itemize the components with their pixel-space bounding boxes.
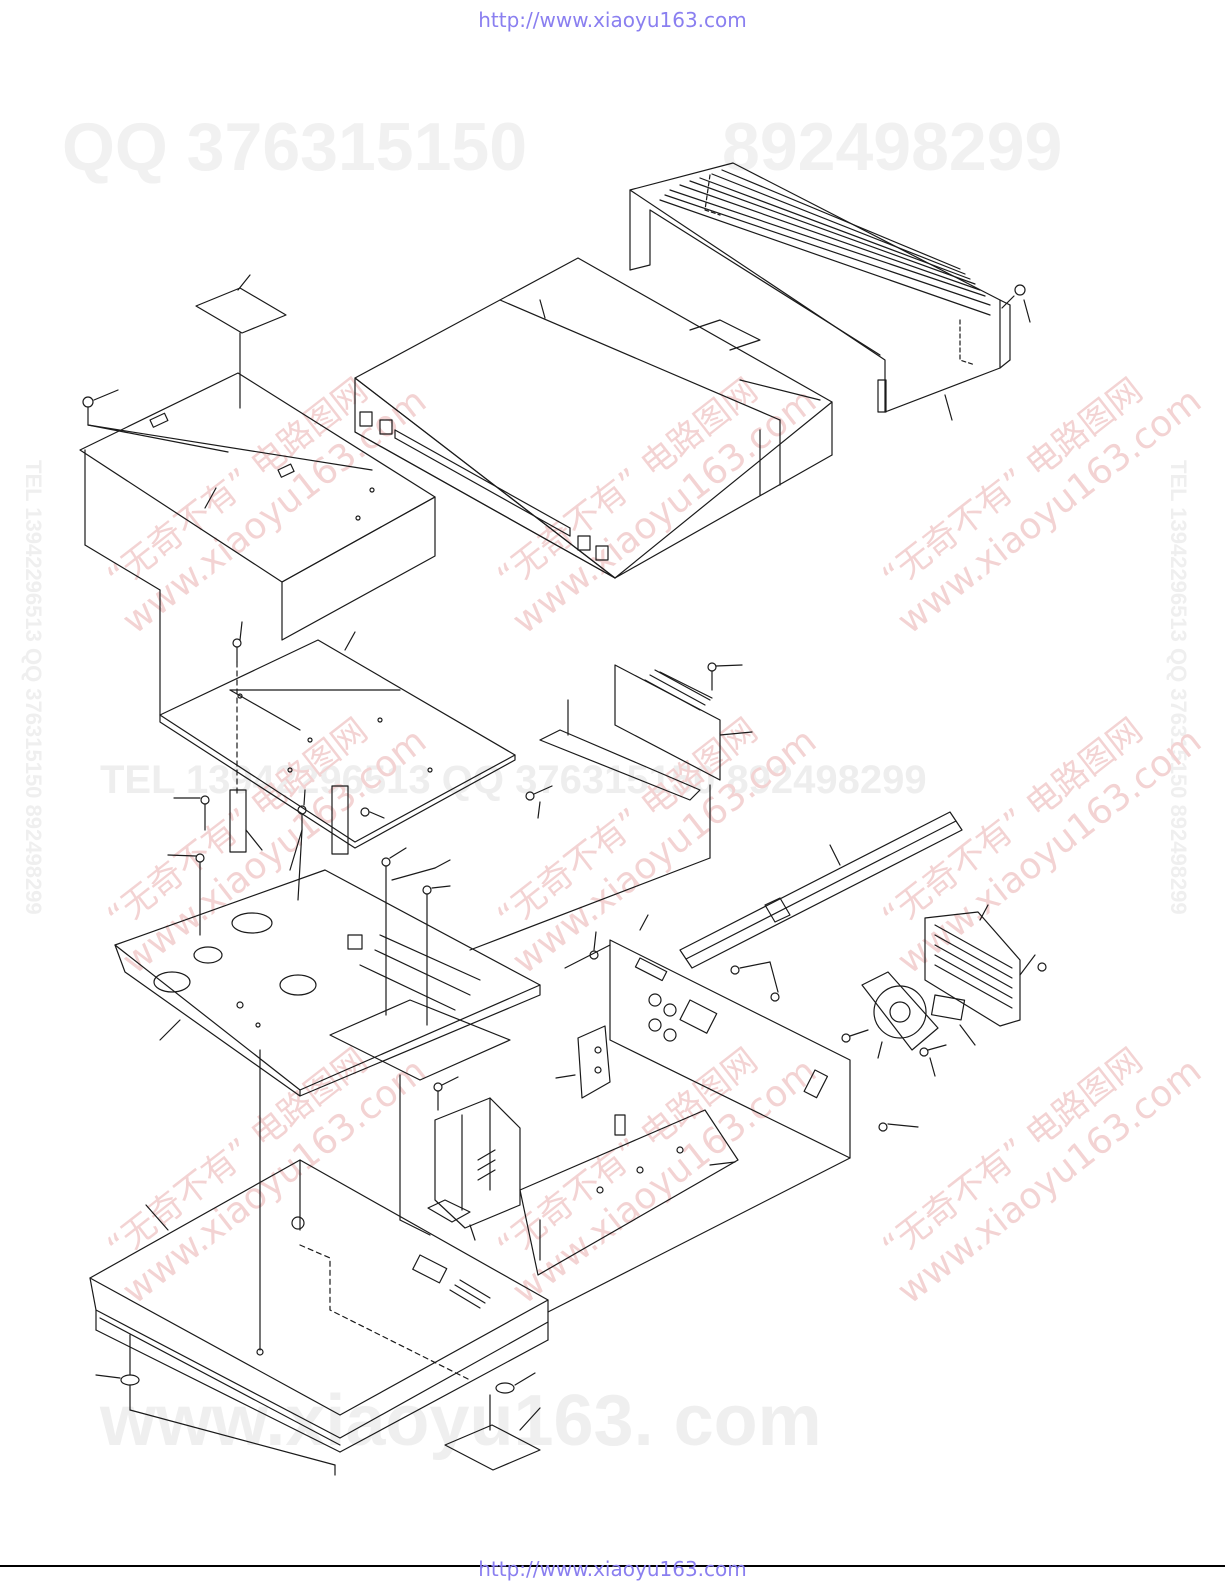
upper-chassis-plate	[159, 631, 516, 849]
fan-grille	[924, 904, 1036, 1027]
screw-transformer	[433, 1076, 459, 1111]
screw-grille	[1037, 962, 1047, 972]
screw-fan-2	[919, 1044, 947, 1077]
screw-center-2	[360, 807, 385, 819]
rear-amp-board	[469, 664, 753, 951]
top-cover	[354, 257, 833, 579]
screw-center-4	[422, 885, 451, 1026]
rear-panel	[564, 914, 851, 1159]
bottom-case	[89, 1049, 549, 1453]
watermark-qq: QQ 376315150	[62, 109, 528, 185]
main-chassis	[114, 869, 541, 1097]
screw-rear-panel-4	[878, 1122, 919, 1132]
power-board	[519, 1109, 739, 1276]
input-board	[555, 1025, 611, 1099]
screw-fan-1	[841, 1029, 869, 1043]
screw-left-1	[173, 795, 210, 831]
shield-plate	[79, 372, 436, 641]
bracket-center	[331, 785, 349, 855]
label-sheet-bottom	[444, 1394, 541, 1471]
screw-amp-board-bottom	[525, 785, 553, 819]
ribbon-cable	[679, 811, 963, 969]
screw-center-3	[381, 847, 407, 1016]
watermark-side-left: TEL 13942296513 QQ 376315150 892498299	[21, 460, 46, 915]
spring-clip	[391, 859, 451, 881]
screw-amp-board	[707, 662, 743, 691]
filter-pad	[930, 994, 976, 1046]
foot-left	[95, 1334, 140, 1386]
screw-left-2	[167, 853, 205, 936]
watermark-side-right: TEL 13942296513 QQ 376315150 892498299	[1166, 460, 1191, 915]
front-panel	[629, 162, 1011, 421]
page-bottom-rule	[0, 1565, 1225, 1567]
screw-front-panel	[1001, 284, 1031, 323]
screw-rear-panel-1	[589, 931, 599, 960]
pin-top-left	[82, 389, 119, 426]
screw-center-1	[289, 789, 307, 901]
label-sheet-top	[195, 274, 287, 409]
header-url[interactable]: http://www.xiaoyu163.com	[478, 8, 747, 32]
foot-right	[495, 1372, 536, 1394]
screw-rear-panel-3	[769, 961, 780, 1002]
footer-url[interactable]: http://www.xiaoyu163.com	[478, 1557, 747, 1581]
screw-rear-panel-2	[730, 961, 771, 975]
cooling-fan	[861, 971, 939, 1059]
bracket-left	[229, 789, 263, 853]
screw-upper-chassis	[232, 621, 243, 796]
watermark-bottom-site: www.xiaoyu163. com	[100, 1381, 822, 1461]
watermark-number: 892498299	[722, 109, 1063, 185]
transformer	[427, 1097, 521, 1241]
